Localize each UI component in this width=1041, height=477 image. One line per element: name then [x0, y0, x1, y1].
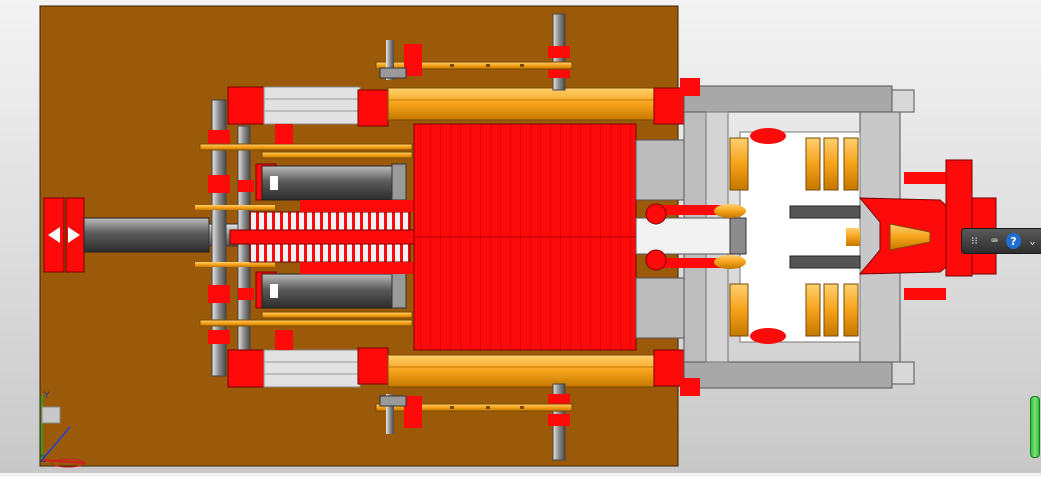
- triad-z-label: Z: [40, 455, 47, 465]
- side-cylinder-top[interactable]: [255, 163, 407, 201]
- right-bracket: [729, 128, 861, 344]
- side-cylinder-bottom[interactable]: [255, 271, 407, 309]
- grip-icon[interactable]: ⁝⁝: [971, 235, 978, 247]
- spring-packs: [229, 200, 421, 274]
- chevron-down-icon[interactable]: ⌄: [1029, 235, 1036, 247]
- bar-fasteners: [450, 64, 524, 409]
- triad-axes: [41, 395, 86, 468]
- help-label: ?: [1010, 234, 1017, 248]
- view-triad[interactable]: Y Z: [30, 385, 100, 470]
- scroll-indicator[interactable]: [1030, 396, 1040, 458]
- top-links: [375, 13, 573, 91]
- top-rail: [227, 86, 685, 144]
- right-frame[interactable]: [635, 78, 915, 396]
- inner-window: [739, 131, 861, 343]
- keyboard-icon[interactable]: ⌨: [991, 235, 998, 247]
- tie-bars: [195, 143, 413, 327]
- bottom-rail: [227, 330, 685, 388]
- bottom-links: [375, 383, 573, 461]
- triad-y-label: Y: [44, 391, 50, 401]
- floating-toolbar[interactable]: ⁝⁝ ⌨ ? ⌄: [961, 228, 1041, 254]
- help-icon[interactable]: ?: [1005, 233, 1022, 249]
- gripper-head[interactable]: [635, 203, 747, 271]
